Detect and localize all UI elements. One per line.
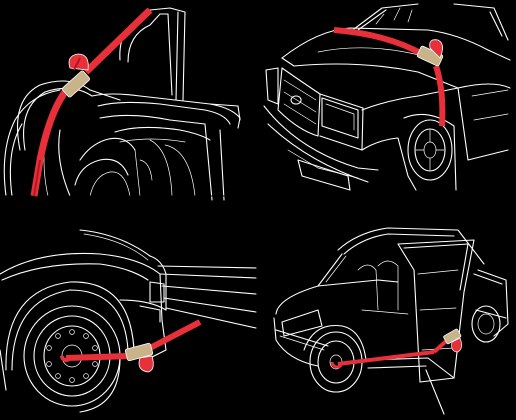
car-front-illustration <box>263 3 511 191</box>
wheel-holes <box>46 329 98 383</box>
rear-wheel-illustration <box>0 229 257 413</box>
strap-upper <box>83 7 153 75</box>
strap-from-wheel <box>65 353 131 361</box>
strap-down-side <box>433 65 446 127</box>
panel-seat-back <box>0 0 258 210</box>
panel-car-front <box>258 0 516 210</box>
seat-back-illustration <box>0 7 258 201</box>
ratchet-buckle <box>124 342 154 373</box>
strap-along-sill <box>337 350 435 366</box>
ratchet-buckle <box>416 39 444 67</box>
panel-open-door <box>258 210 516 420</box>
open-door-illustration <box>273 227 509 415</box>
panel-rear-wheel <box>0 210 258 420</box>
strap-to-anchor <box>148 319 202 351</box>
ratchet-buckle <box>62 53 90 98</box>
strap-lower <box>30 85 71 197</box>
strap-over-hood <box>333 27 428 59</box>
ratchet-buckle <box>443 328 462 353</box>
